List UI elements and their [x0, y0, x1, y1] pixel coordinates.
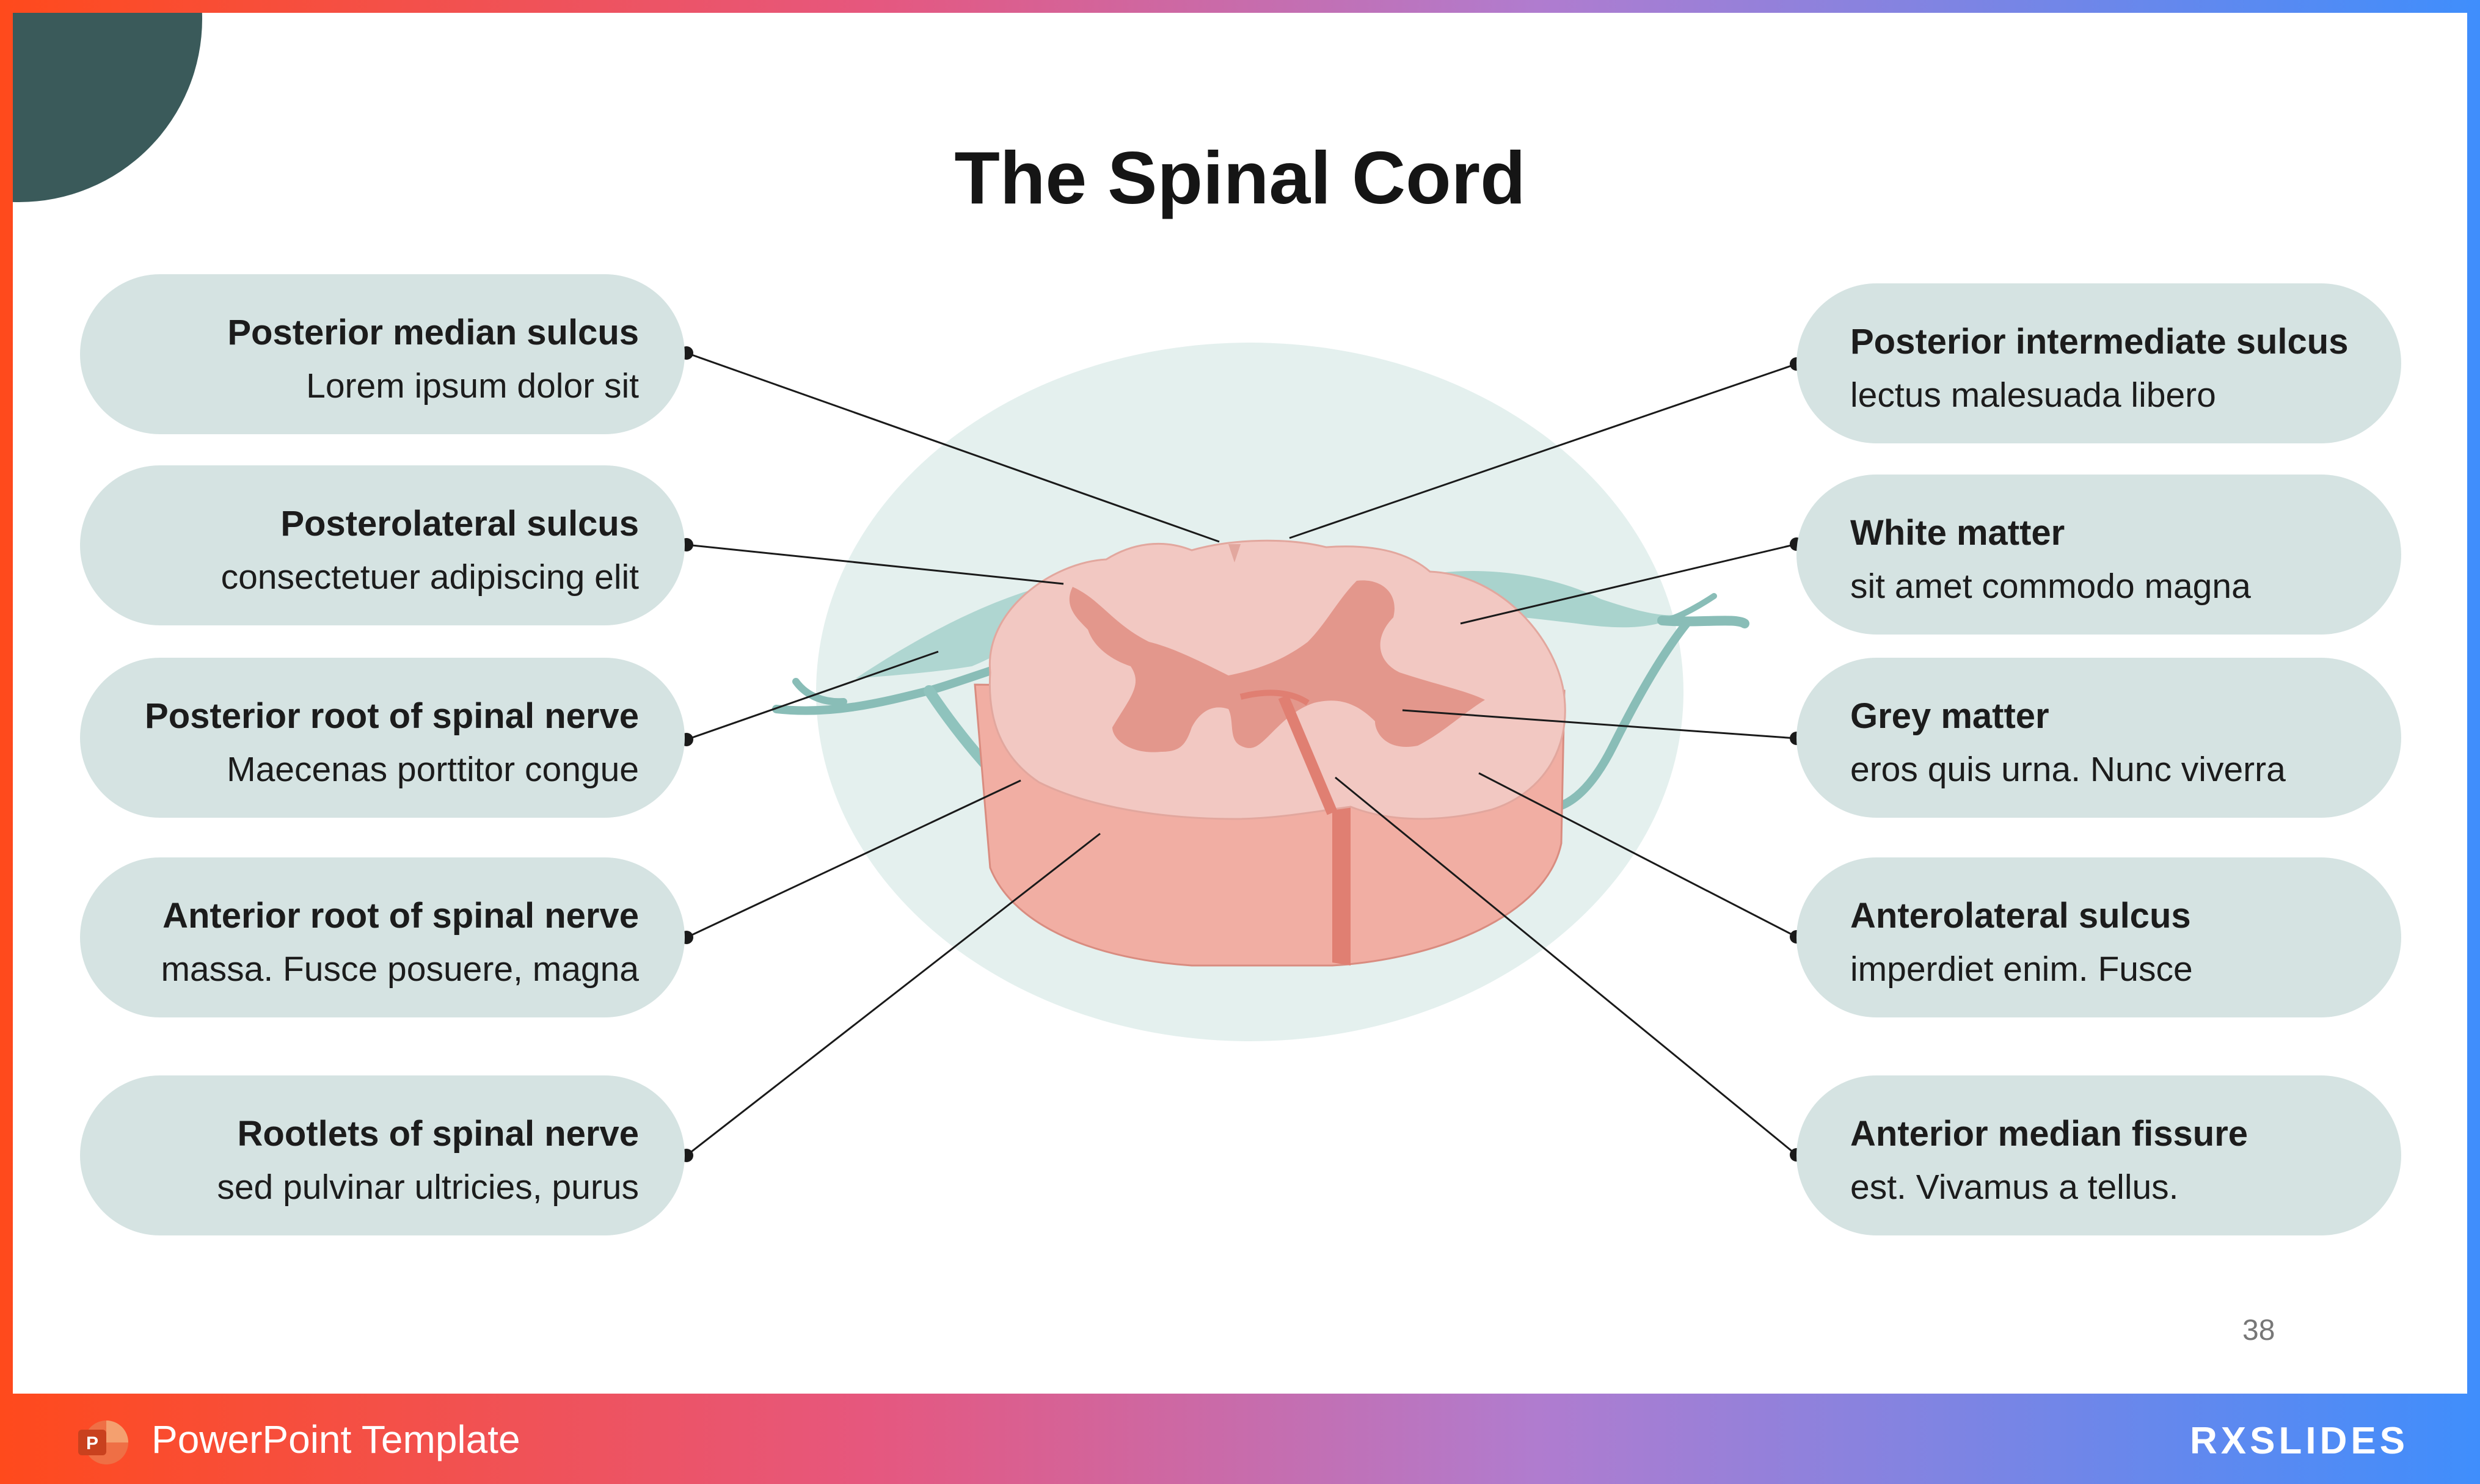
- page-number: 38: [2242, 1314, 2275, 1347]
- grey-matter-shape: [1069, 580, 1485, 752]
- powerpoint-icon: P: [78, 1420, 128, 1464]
- label-posterior-intermediate-sulcus: Posterior intermediate sulcus lectus mal…: [1796, 283, 2401, 443]
- footer-bar: P PowerPoint Template RXSLIDES: [0, 1394, 2480, 1484]
- spinal-cord-diagram: [680, 343, 1803, 1162]
- label-anterior-median-fissure: Anterior median fissure est. Vivamus a t…: [1796, 1075, 2401, 1235]
- leader-lines: [686, 352, 1797, 1157]
- label-text: eros quis urna. Nunc viverra: [1850, 750, 2286, 789]
- label-heading: Anterior median fissure: [1850, 1114, 2248, 1154]
- slide-title: The Spinal Cord: [954, 136, 1526, 219]
- label-heading: Posterolateral sulcus: [280, 504, 639, 544]
- label-heading: Posterior median sulcus: [227, 313, 639, 352]
- label-grey-matter: Grey matter eros quis urna. Nunc viverra: [1796, 658, 2401, 818]
- slide: The Spinal Cord: [13, 13, 2467, 1394]
- label-heading: White matter: [1850, 513, 2065, 553]
- label-heading: Anterior root of spinal nerve: [162, 896, 639, 936]
- svg-text:P: P: [86, 1433, 98, 1453]
- label-anterior-root: Anterior root of spinal nerve massa. Fus…: [80, 857, 685, 1017]
- label-heading: Grey matter: [1850, 696, 2049, 736]
- label-rootlets: Rootlets of spinal nerve sed pulvinar ul…: [80, 1075, 685, 1235]
- label-posterior-median-sulcus: Posterior median sulcus Lorem ipsum dolo…: [80, 274, 685, 434]
- label-text: lectus malesuada libero: [1850, 376, 2216, 415]
- label-text: Lorem ipsum dolor sit: [306, 366, 639, 406]
- label-anterolateral-sulcus: Anterolateral sulcus imperdiet enim. Fus…: [1796, 857, 2401, 1017]
- label-posterolateral-sulcus: Posterolateral sulcus consectetuer adipi…: [80, 465, 685, 625]
- label-text: consectetuer adipiscing elit: [221, 558, 639, 597]
- label-heading: Posterior intermediate sulcus: [1850, 322, 2349, 362]
- label-text: massa. Fusce posuere, magna: [161, 950, 639, 989]
- label-text: imperdiet enim. Fusce: [1850, 950, 2193, 989]
- label-text: sit amet commodo magna: [1850, 567, 2251, 606]
- brand-logo: RXSLIDES: [2190, 1420, 2409, 1462]
- label-heading: Anterolateral sulcus: [1850, 896, 2191, 936]
- label-text: Maecenas porttitor congue: [227, 750, 639, 789]
- label-text: sed pulvinar ultricies, purus: [217, 1168, 639, 1207]
- cord-body: [974, 539, 1566, 967]
- label-posterior-root: Posterior root of spinal nerve Maecenas …: [80, 658, 685, 818]
- label-text: est. Vivamus a tellus.: [1850, 1168, 2179, 1207]
- label-heading: Rootlets of spinal nerve: [237, 1114, 639, 1154]
- footer-app-label: PowerPoint Template: [151, 1417, 520, 1461]
- label-white-matter: White matter sit amet commodo magna: [1796, 475, 2401, 635]
- label-heading: Posterior root of spinal nerve: [145, 696, 639, 736]
